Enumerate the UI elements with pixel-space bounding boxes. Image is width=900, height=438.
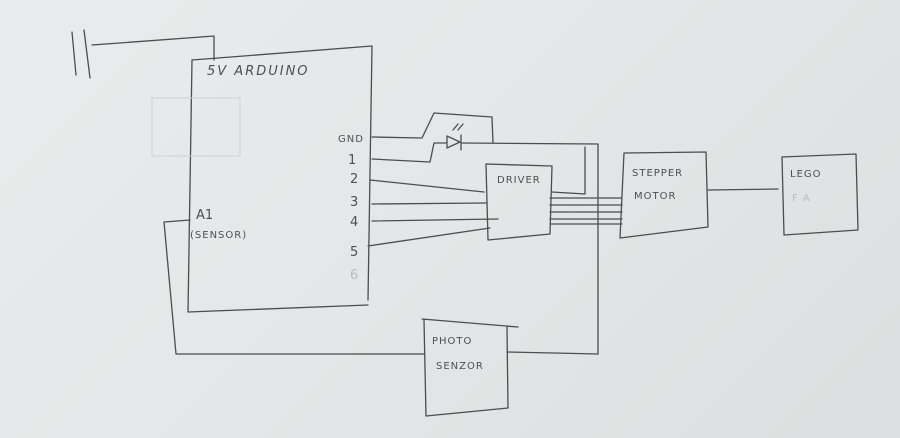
lego-label-1: LEGO xyxy=(790,169,822,180)
signal-wires xyxy=(367,179,499,247)
pin-6: 6 xyxy=(350,268,358,283)
photo-label-1: PHOTO xyxy=(432,336,472,347)
pin-3: 3 xyxy=(350,195,358,210)
pin-5: 5 xyxy=(350,245,358,260)
led xyxy=(371,112,599,355)
lego-label-2: F A xyxy=(792,193,811,204)
pin-a1-note: (SENSOR) xyxy=(190,230,247,241)
driver-box: DRIVER xyxy=(485,146,623,241)
photo-label-2: SENZOR xyxy=(436,361,484,372)
pin-a1: A1 xyxy=(196,208,213,223)
pin-1: 1 xyxy=(348,153,356,168)
driver-label: DRIVER xyxy=(497,175,541,186)
stepper-label-2: MOTOR xyxy=(634,191,676,202)
power-source xyxy=(71,29,215,79)
arduino-title: 5V ARDUINO xyxy=(207,64,310,79)
pin-4: 4 xyxy=(350,215,358,230)
lego-box: LEGO F A xyxy=(781,153,859,236)
stepper-motor-box: STEPPER MOTOR xyxy=(619,151,779,239)
photo-sensor-box: PHOTO SENZOR xyxy=(163,219,599,417)
pin-2: 2 xyxy=(350,172,358,187)
pin-gnd: GND xyxy=(338,134,364,145)
arduino-board: 5V ARDUINO GND 1 2 3 4 5 6 A1 (SENSOR) xyxy=(151,45,373,313)
stepper-label-1: STEPPER xyxy=(632,168,683,179)
